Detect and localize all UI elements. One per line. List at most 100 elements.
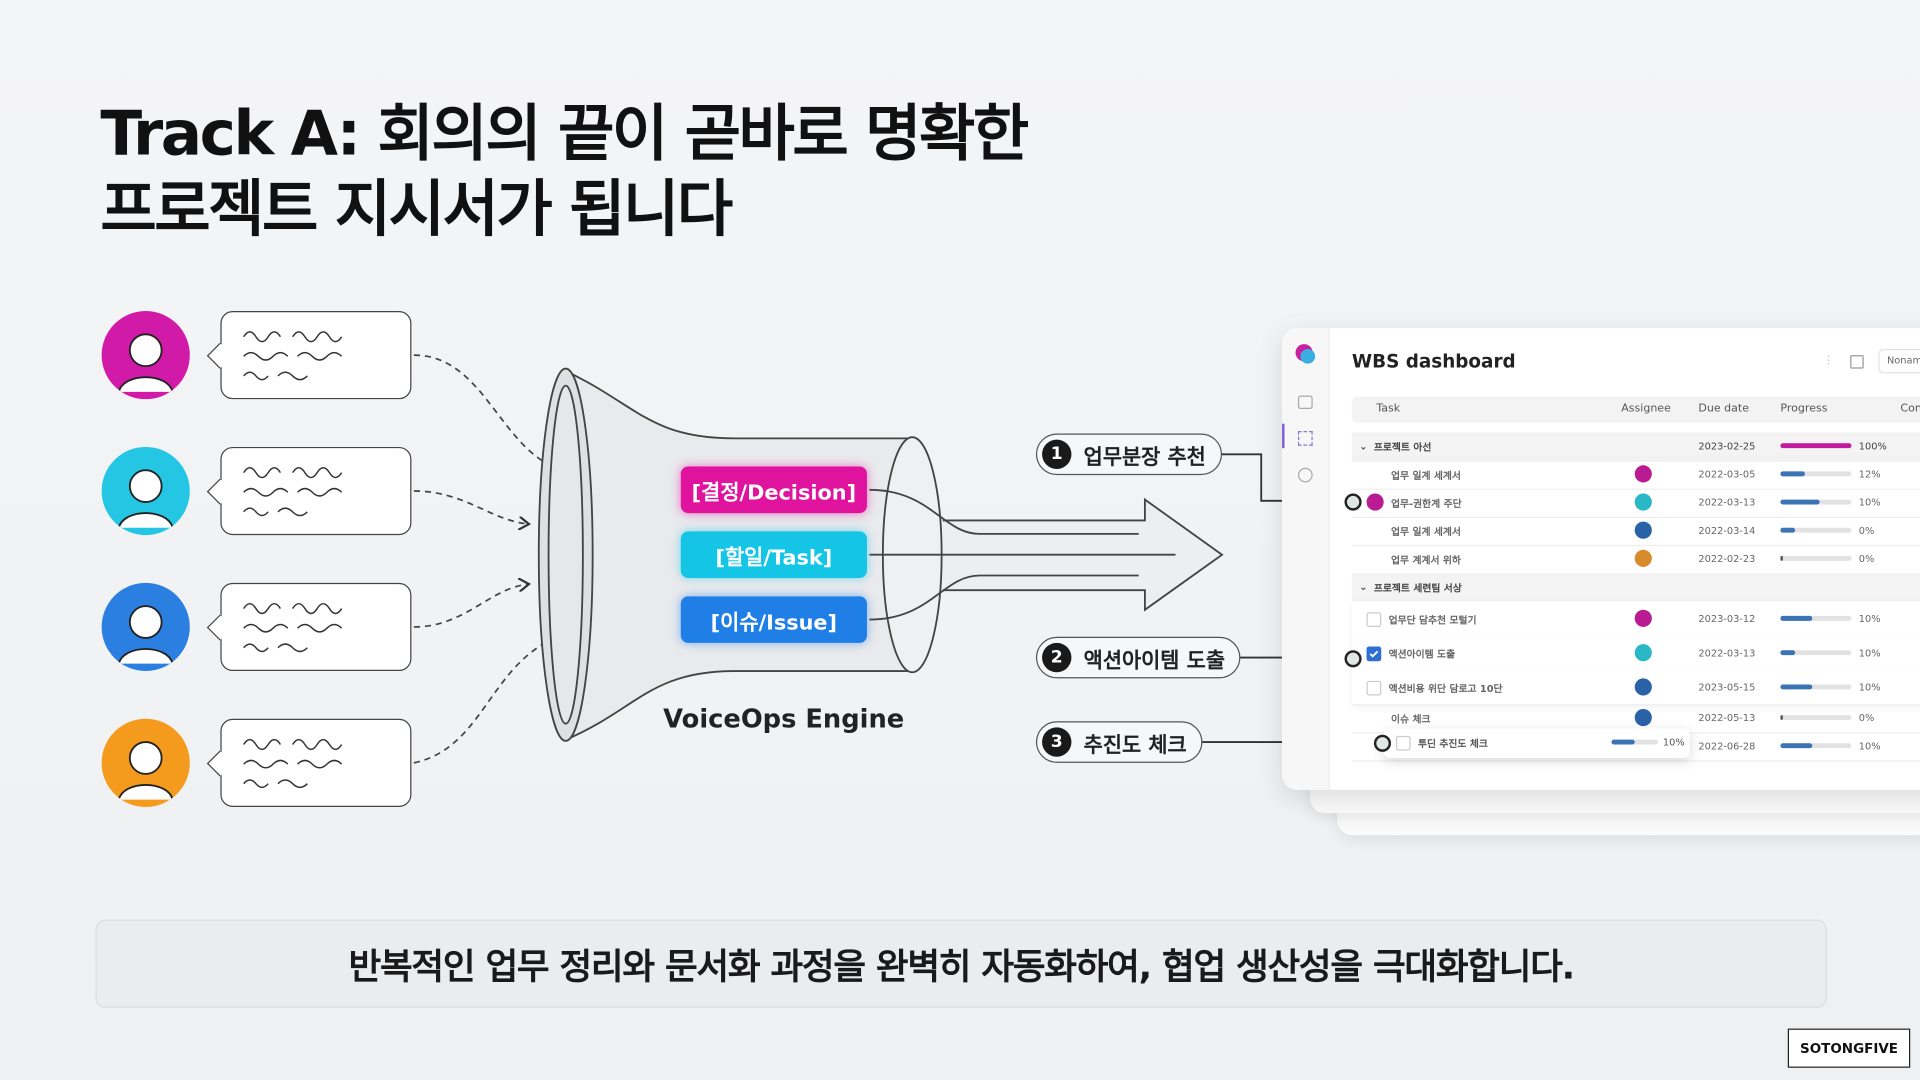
task-name: 업무 일계 세계서 [1391, 526, 1461, 538]
group-row[interactable]: ⌄프로젝트 세련팀 서상 [1351, 573, 1920, 603]
speech-bubble [220, 311, 412, 400]
title-line-1: Track A: 회의의 끝이 곧바로 명확한 [100, 97, 1029, 169]
progress-label: 100% [1858, 440, 1887, 452]
grid-icon[interactable] [1297, 431, 1313, 446]
checkbox[interactable] [1395, 735, 1411, 751]
progress-fill [1780, 499, 1820, 505]
participant-avatar [101, 311, 190, 400]
progress-fill [1780, 683, 1813, 689]
progress-label: 10% [1858, 647, 1881, 659]
assignee-avatar [1634, 521, 1652, 539]
table-row[interactable]: 업무 일계 세계서 2022-03-14 0% [1351, 517, 1920, 547]
progress-fill [1611, 739, 1635, 745]
progress-bar [1780, 527, 1852, 533]
due-date: 2023-05-15 [1698, 681, 1756, 693]
task-name: 업무 계계서 위하 [1391, 554, 1461, 566]
progress-bar [1780, 649, 1852, 655]
due-date: 2022-03-13 [1698, 647, 1756, 659]
due-date: 2022-02-23 [1698, 553, 1756, 565]
speech-bubble [220, 718, 412, 807]
speech-bubble [220, 582, 412, 672]
progress-label: 12% [1858, 468, 1881, 481]
progress-fill [1780, 527, 1795, 533]
table-row[interactable]: 액션비용 위단 담로고 10단 2023-05-15 10% [1351, 669, 1920, 706]
gear-icon[interactable] [1297, 467, 1313, 483]
connector-node-icon [1344, 650, 1362, 668]
step-number-badge: 2 [1042, 642, 1072, 673]
progress-bar [1780, 499, 1852, 505]
progress-bar [1780, 715, 1852, 721]
participant-avatar [101, 718, 190, 807]
assignee-avatar [1634, 708, 1652, 727]
column-header[interactable]: Assignee [1621, 402, 1671, 416]
table-row[interactable]: 업무 계계서 위하 2022-02-23 0% [1351, 545, 1920, 575]
checkbox[interactable] [1366, 611, 1382, 627]
progress-label: 10% [1858, 497, 1881, 509]
assignee-avatar [1366, 493, 1384, 511]
task-name: 업무-권한계 주단 [1391, 498, 1462, 510]
progress-bar [1780, 615, 1852, 621]
scribble-text-icon [243, 467, 343, 517]
column-header[interactable]: Con [1900, 402, 1920, 416]
person-icon [117, 605, 174, 665]
column-header[interactable]: Due date [1698, 402, 1749, 416]
column-header[interactable]: Progress [1780, 402, 1828, 416]
progress-label: 0% [1858, 525, 1875, 537]
checkbox[interactable] [1366, 645, 1382, 661]
chevron-down-icon[interactable]: ⌄ [1359, 440, 1368, 452]
assignee-avatar [1634, 549, 1652, 567]
speech-bubble [220, 446, 412, 536]
due-date: 2022-03-14 [1698, 525, 1756, 537]
tag-decision: [결정/Decision] [680, 466, 867, 514]
page-title: Track A: 회의의 끝이 곧바로 명확한 프로젝트 지시서가 됩니다 [100, 96, 1029, 248]
layout-icon[interactable] [1850, 355, 1864, 369]
participant-avatar [101, 446, 190, 536]
task-name: 투딘 추진도 체크 [1417, 738, 1488, 750]
progress-label: 10% [1662, 737, 1685, 749]
filter-select[interactable]: Nonam [1878, 348, 1920, 374]
more-icon[interactable]: ⋮ [1823, 355, 1835, 368]
column-header[interactable]: Task [1376, 402, 1401, 416]
due-date: 2023-02-25 [1698, 440, 1756, 452]
floating-task-row[interactable]: 투딘 추진도 체크 10% [1383, 728, 1690, 758]
scribble-text-icon [243, 738, 343, 789]
scribble-text-icon [243, 602, 343, 653]
progress-label: 0% [1858, 553, 1875, 565]
progress-label: 10% [1858, 681, 1881, 693]
due-date: 2023-03-12 [1698, 612, 1756, 624]
progress-fill [1780, 743, 1813, 749]
scribble-text-icon [243, 331, 343, 381]
progress-bar [1780, 743, 1852, 749]
home-icon[interactable] [1297, 395, 1313, 409]
progress-label: 0% [1858, 712, 1875, 724]
task-name: 이슈 체크 [1391, 713, 1431, 725]
watermark-logo: SOTONGFIVE [1787, 1028, 1911, 1068]
due-date: 2022-06-28 [1698, 740, 1756, 752]
assignee-avatar [1634, 493, 1652, 511]
wbs-dashboard: WBS dashboard ⋮ Nonam Task Assignee Due … [1282, 328, 1920, 790]
task-name: 업무 일계 세계서 [1391, 470, 1461, 482]
progress-label: 10% [1858, 740, 1881, 752]
assignee-avatar [1634, 677, 1652, 695]
progress-fill [1780, 443, 1852, 449]
progress-fill [1780, 649, 1795, 655]
assignee-avatar [1634, 643, 1652, 661]
progress-fill [1780, 555, 1783, 561]
due-date: 2022-05-13 [1698, 712, 1756, 724]
callout-label: 업무분장 추천 [1083, 445, 1206, 470]
checkbox[interactable] [1366, 680, 1382, 695]
dashboard-title: WBS dashboard [1351, 350, 1516, 373]
chevron-down-icon[interactable]: ⌄ [1359, 581, 1368, 593]
progress-bar [1780, 471, 1852, 477]
task-name: 액션비용 위단 담로고 10단 [1388, 682, 1503, 694]
tag-issue: [이슈/Issue] [680, 596, 867, 643]
person-icon [117, 333, 174, 393]
table-row[interactable]: 2022-06-28 10% [1351, 732, 1920, 762]
